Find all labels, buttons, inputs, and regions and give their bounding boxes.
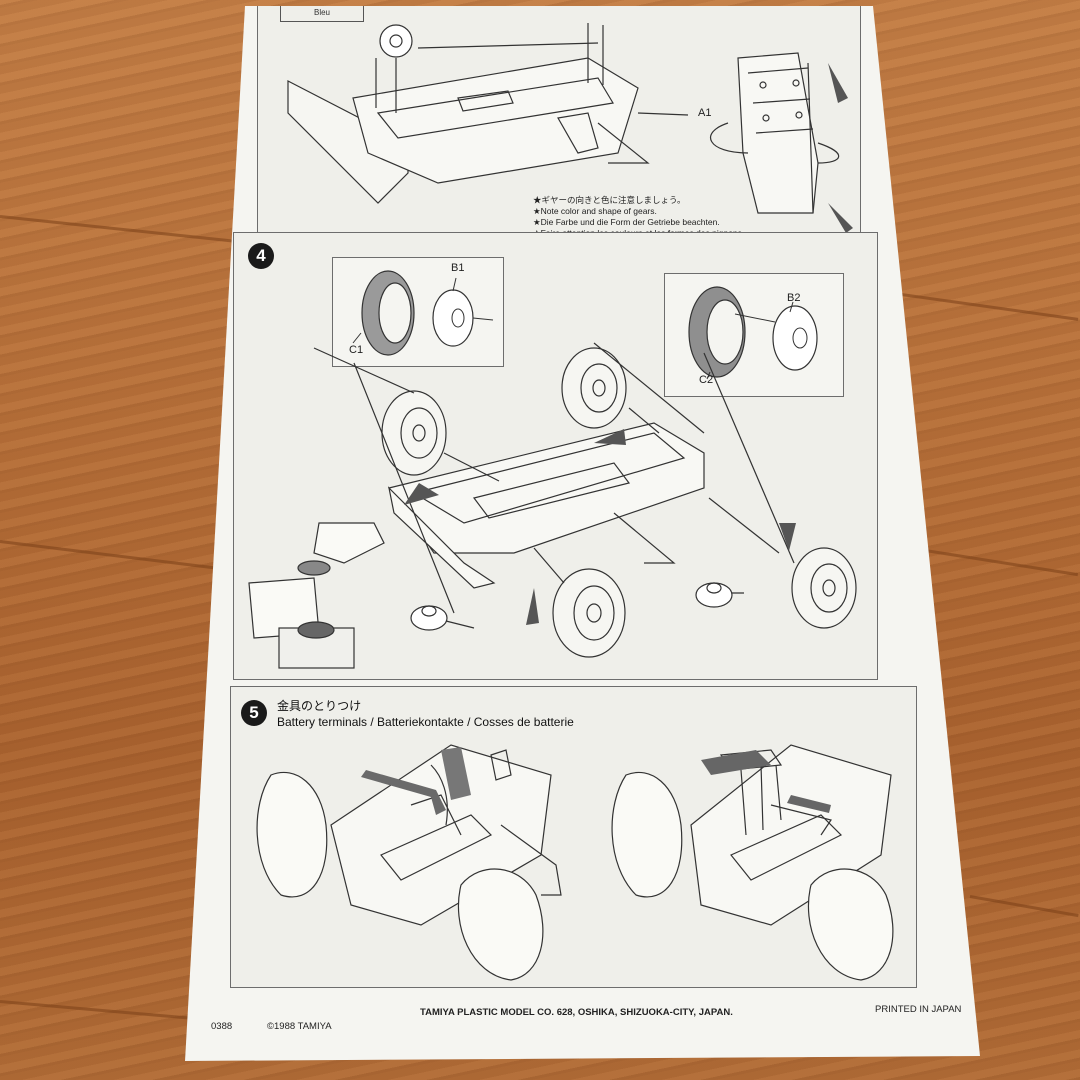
step5-battery-terminal-drawing xyxy=(256,744,894,981)
footer-printed: PRINTED IN JAPAN xyxy=(875,1004,962,1015)
front-wheel-detail-box: B2 C2 xyxy=(664,273,844,397)
footer-company: TAMIYA PLASTIC MODEL CO. 628, OSHIKA, SH… xyxy=(420,1007,733,1018)
part-label-b1: B1 xyxy=(451,262,465,274)
tire-wheel-b2-c2-drawing xyxy=(688,286,818,380)
step5-number: 5 xyxy=(241,700,267,726)
step4-number: 4 xyxy=(248,243,274,269)
gear-note-jp: ★ギヤーの向きと色に注意しましょう。 xyxy=(533,195,686,205)
step4-panel: 4 B1 C1 xyxy=(233,232,878,680)
gear-note-en: ★Note color and shape of gears. xyxy=(533,206,657,216)
footer-code: 0388 xyxy=(211,1021,233,1032)
instruction-sheet: Bleu xyxy=(185,6,980,1061)
part-label-c1: C1 xyxy=(349,344,364,356)
gear-note-de: ★Die Farbe und die Form der Getriebe bea… xyxy=(533,217,720,227)
step5-title: Battery terminals / Batteriekontakte / C… xyxy=(277,715,574,729)
part-label-c2: C2 xyxy=(699,374,714,386)
footer-copyright: ©1988 TAMIYA xyxy=(267,1021,332,1032)
step5-panel: 5 金具のとりつけ Battery terminals / Batterieko… xyxy=(230,686,917,988)
step5-title-jp: 金具のとりつけ xyxy=(277,699,362,713)
part-label-a1: A1 xyxy=(698,107,712,119)
step3-panel: Bleu xyxy=(257,6,861,272)
step3-chassis-drawing xyxy=(287,23,853,233)
step4-wheel-assembly-drawing xyxy=(248,342,857,669)
tire-wheel-c1-b1-drawing xyxy=(352,270,494,356)
part-label-b2: B2 xyxy=(787,292,801,304)
rear-wheel-detail-box: B1 C1 xyxy=(332,257,504,367)
color-tag: Bleu xyxy=(280,6,364,22)
